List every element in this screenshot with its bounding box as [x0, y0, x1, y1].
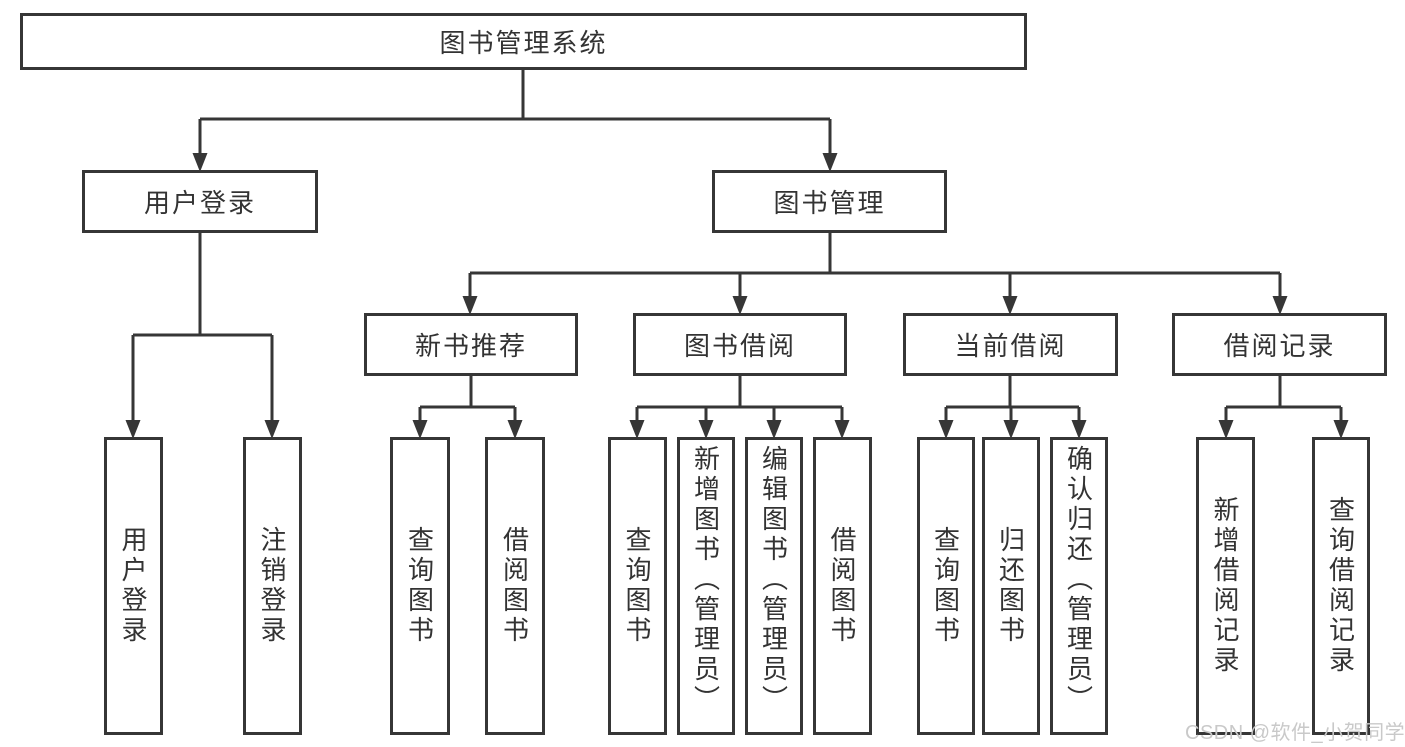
leaf-label: 查询图书: [404, 526, 435, 646]
leaf-br-query-borrow-record: 查询借阅记录: [1312, 437, 1370, 735]
leaf-bb-query-books: 查询图书: [608, 437, 667, 735]
connector-root-to-children: [192, 70, 838, 172]
leaf-logout: 注销登录: [243, 437, 302, 735]
leaf-cb-query-books: 查询图书: [917, 437, 975, 735]
leaf-label: 确认归还（管理员）: [1063, 445, 1094, 715]
connector-book-borrowing-to-children: [629, 376, 850, 439]
node-label: 当前借阅: [954, 331, 1067, 361]
leaf-label: 借阅图书: [827, 526, 857, 646]
node-label: 用户登录: [143, 188, 256, 218]
leaf-label: 用户登录: [118, 526, 148, 646]
leaf-bb-add-book-admin: 新增图书（管理员）: [677, 437, 735, 735]
node-label: 图书借阅: [683, 331, 796, 361]
node-new-book-recommendation: 新书推荐: [364, 313, 578, 376]
connector-user-login-to-children: [125, 233, 280, 439]
leaf-label: 新增借阅记录: [1210, 496, 1240, 676]
leaf-label: 注销登录: [257, 526, 287, 646]
node-user-login: 用户登录: [82, 170, 318, 233]
node-label: 图书管理系统: [439, 28, 608, 58]
leaf-cb-return-books: 归还图书: [982, 437, 1040, 735]
leaf-bb-edit-book-admin: 编辑图书（管理员）: [745, 437, 803, 735]
connector-current-borrowing-to-children: [938, 376, 1087, 439]
leaf-label: 编辑图书（管理员）: [758, 445, 789, 715]
leaf-nb-query-books: 查询图书: [390, 437, 450, 735]
connector-borrowing-records-to-children: [1218, 376, 1349, 439]
node-book-management: 图书管理: [712, 170, 947, 233]
leaf-label: 借阅图书: [499, 526, 530, 646]
node-book-borrowing: 图书借阅: [633, 313, 847, 376]
leaf-label: 查询图书: [930, 526, 961, 646]
node-label: 图书管理: [773, 188, 886, 218]
connector-new-book-recommendation-to-children: [412, 376, 523, 439]
leaf-label: 新增图书（管理员）: [690, 445, 721, 715]
watermark-text: CSDN @软件_小贺同学: [1185, 722, 1405, 744]
node-borrowing-records: 借阅记录: [1172, 313, 1387, 376]
leaf-user-login: 用户登录: [104, 437, 163, 735]
node-book-management-system: 图书管理系统: [20, 13, 1027, 70]
leaf-nb-borrow-books: 借阅图书: [485, 437, 545, 735]
leaf-bb-borrow-books: 借阅图书: [813, 437, 872, 735]
node-label: 新书推荐: [414, 331, 527, 361]
leaf-label: 归还图书: [995, 526, 1026, 646]
leaf-label: 查询图书: [622, 526, 652, 646]
node-current-borrowing: 当前借阅: [903, 313, 1118, 376]
node-label: 借阅记录: [1223, 331, 1336, 361]
leaf-label: 查询借阅记录: [1325, 496, 1356, 676]
connector-book-management-to-children: [462, 233, 1288, 315]
leaf-br-add-borrow-record: 新增借阅记录: [1196, 437, 1255, 735]
leaf-cb-confirm-return-admin: 确认归还（管理员）: [1050, 437, 1108, 735]
